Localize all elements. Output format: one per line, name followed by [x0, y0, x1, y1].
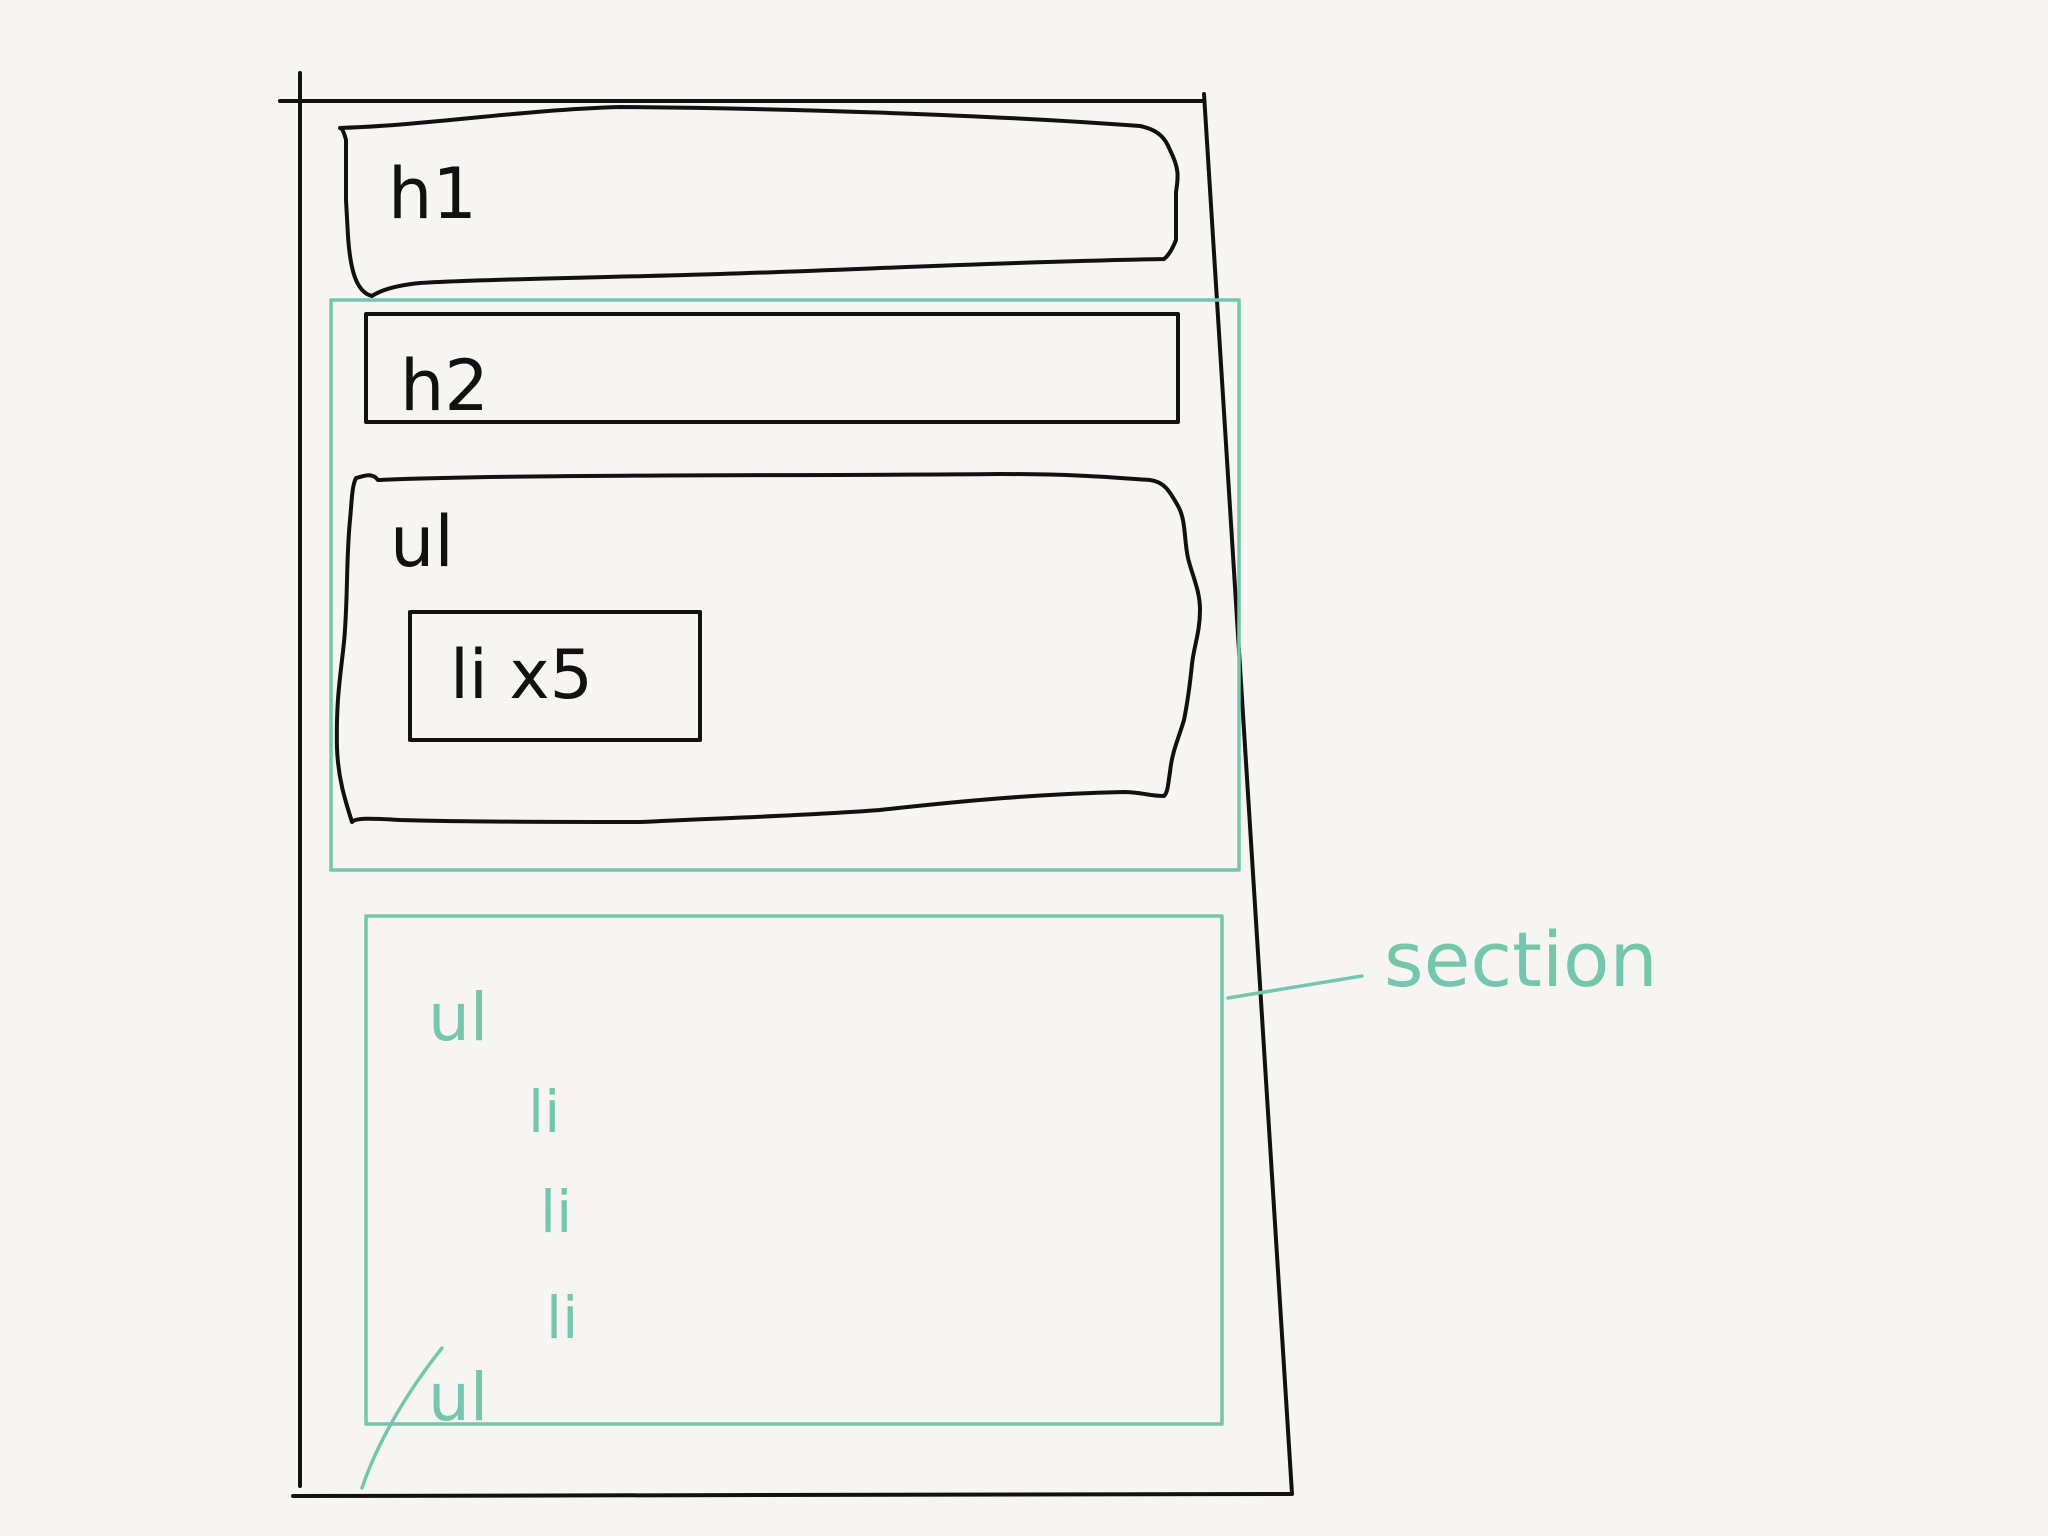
curve-stroke — [360, 1346, 444, 1490]
h2-label: h2 — [400, 345, 489, 427]
section-lower: ul li li li ul — [360, 914, 1224, 1490]
h2-block: h2 — [364, 312, 1180, 427]
h1-block: h1 — [338, 105, 1180, 298]
ul-label-lower: ul — [428, 979, 488, 1056]
ul-block: ul li x5 — [334, 472, 1202, 824]
section-upper — [329, 298, 1241, 872]
section-callout: section — [1226, 915, 1658, 1004]
ul-label-top: ul — [390, 501, 454, 583]
ul-label-bottom: ul — [428, 1359, 488, 1436]
h1-label: h1 — [388, 153, 477, 235]
page-outline — [278, 71, 1294, 1498]
li-x5-box: li x5 — [408, 610, 702, 742]
li-label-2: li — [540, 1178, 572, 1246]
callout-line — [1226, 974, 1364, 1000]
li-label-3: li — [546, 1284, 578, 1352]
li-x5-label: li x5 — [450, 636, 593, 715]
section-label: section — [1384, 915, 1658, 1004]
li-label-1: li — [528, 1078, 560, 1146]
